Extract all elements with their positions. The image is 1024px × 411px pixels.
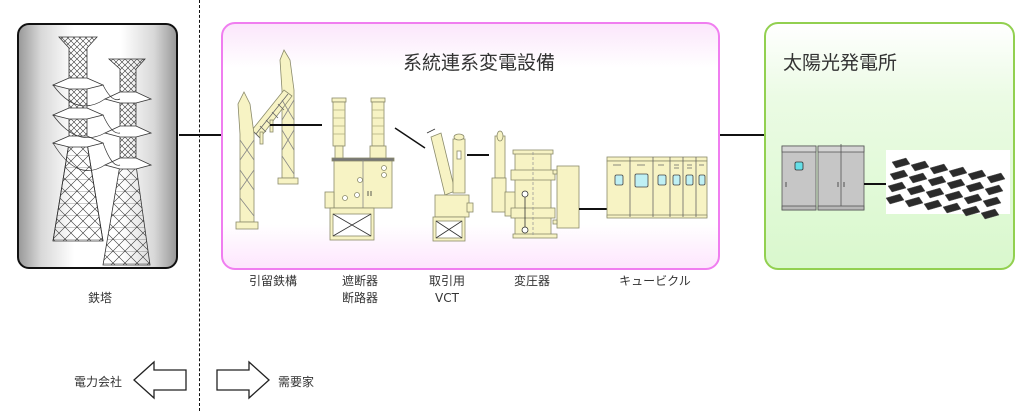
connection-line bbox=[864, 183, 888, 185]
arrow-right-icon bbox=[216, 360, 270, 400]
circuit-breaker-icon bbox=[324, 97, 395, 241]
solar-module bbox=[923, 199, 943, 211]
solar-module bbox=[910, 160, 930, 172]
solar-module bbox=[925, 187, 945, 199]
solar-module bbox=[942, 202, 962, 214]
connection-line bbox=[720, 134, 764, 136]
solar-module bbox=[929, 163, 949, 175]
tower-label: 鉄塔 bbox=[87, 291, 112, 305]
utility-company-label: 電力会社 bbox=[74, 375, 123, 389]
equipment-label-cubicle: キュービクル bbox=[619, 274, 691, 288]
equipment-label-transformer: 変圧器 bbox=[513, 274, 550, 288]
solar-module bbox=[891, 157, 911, 169]
solar-plant-title: 太陽光発電所 bbox=[783, 52, 898, 74]
cubicle-icon bbox=[606, 156, 708, 219]
solar-module bbox=[904, 196, 924, 208]
solar-module bbox=[946, 178, 966, 190]
equipment-label-dead-end-steel-structure: 引留鉄構 bbox=[248, 274, 297, 288]
solar-panel-array-icon bbox=[885, 150, 1010, 220]
solar-module bbox=[961, 205, 981, 217]
solar-module bbox=[889, 169, 909, 181]
connection-line bbox=[579, 208, 609, 210]
solar-module bbox=[986, 172, 1006, 184]
vct-icon bbox=[426, 128, 474, 242]
solar-module bbox=[982, 196, 1002, 208]
ownership-boundary-line bbox=[199, 0, 200, 411]
consumer-label: 需要家 bbox=[278, 375, 315, 389]
solar-module bbox=[887, 181, 907, 193]
equipment-label-line2: 断路器 bbox=[341, 291, 378, 305]
solar-module bbox=[927, 175, 947, 187]
connection-line bbox=[270, 124, 322, 126]
transmission-tower-icon bbox=[51, 36, 153, 266]
arrow-left-icon bbox=[133, 360, 187, 400]
equipment-label-line1: 取引用 bbox=[428, 274, 465, 288]
solar-module bbox=[948, 166, 968, 178]
transformer-icon bbox=[491, 130, 580, 239]
equipment-label-vct: 取引用 VCT bbox=[417, 273, 477, 307]
equipment-label-line2: VCT bbox=[435, 291, 459, 305]
connection-line bbox=[394, 127, 426, 149]
solar-module bbox=[963, 193, 983, 205]
substation-panel bbox=[221, 22, 720, 270]
solar-module bbox=[908, 172, 928, 184]
solar-module bbox=[944, 190, 964, 202]
connection-line bbox=[179, 134, 221, 136]
dead-end-steel-structure-icon bbox=[235, 49, 299, 230]
solar-module bbox=[980, 208, 1000, 220]
equipment-label-circuit-breaker: 遮断器 断路器 bbox=[330, 273, 390, 307]
substation-title: 系統連系変電設備 bbox=[402, 52, 555, 74]
power-conditioner-icon bbox=[781, 144, 865, 211]
equipment-label-line1: 遮断器 bbox=[341, 274, 378, 288]
solar-module bbox=[984, 184, 1004, 196]
solar-module bbox=[967, 169, 987, 181]
solar-module bbox=[906, 184, 926, 196]
connection-line bbox=[467, 154, 489, 156]
solar-module bbox=[965, 181, 985, 193]
solar-module bbox=[885, 193, 905, 205]
